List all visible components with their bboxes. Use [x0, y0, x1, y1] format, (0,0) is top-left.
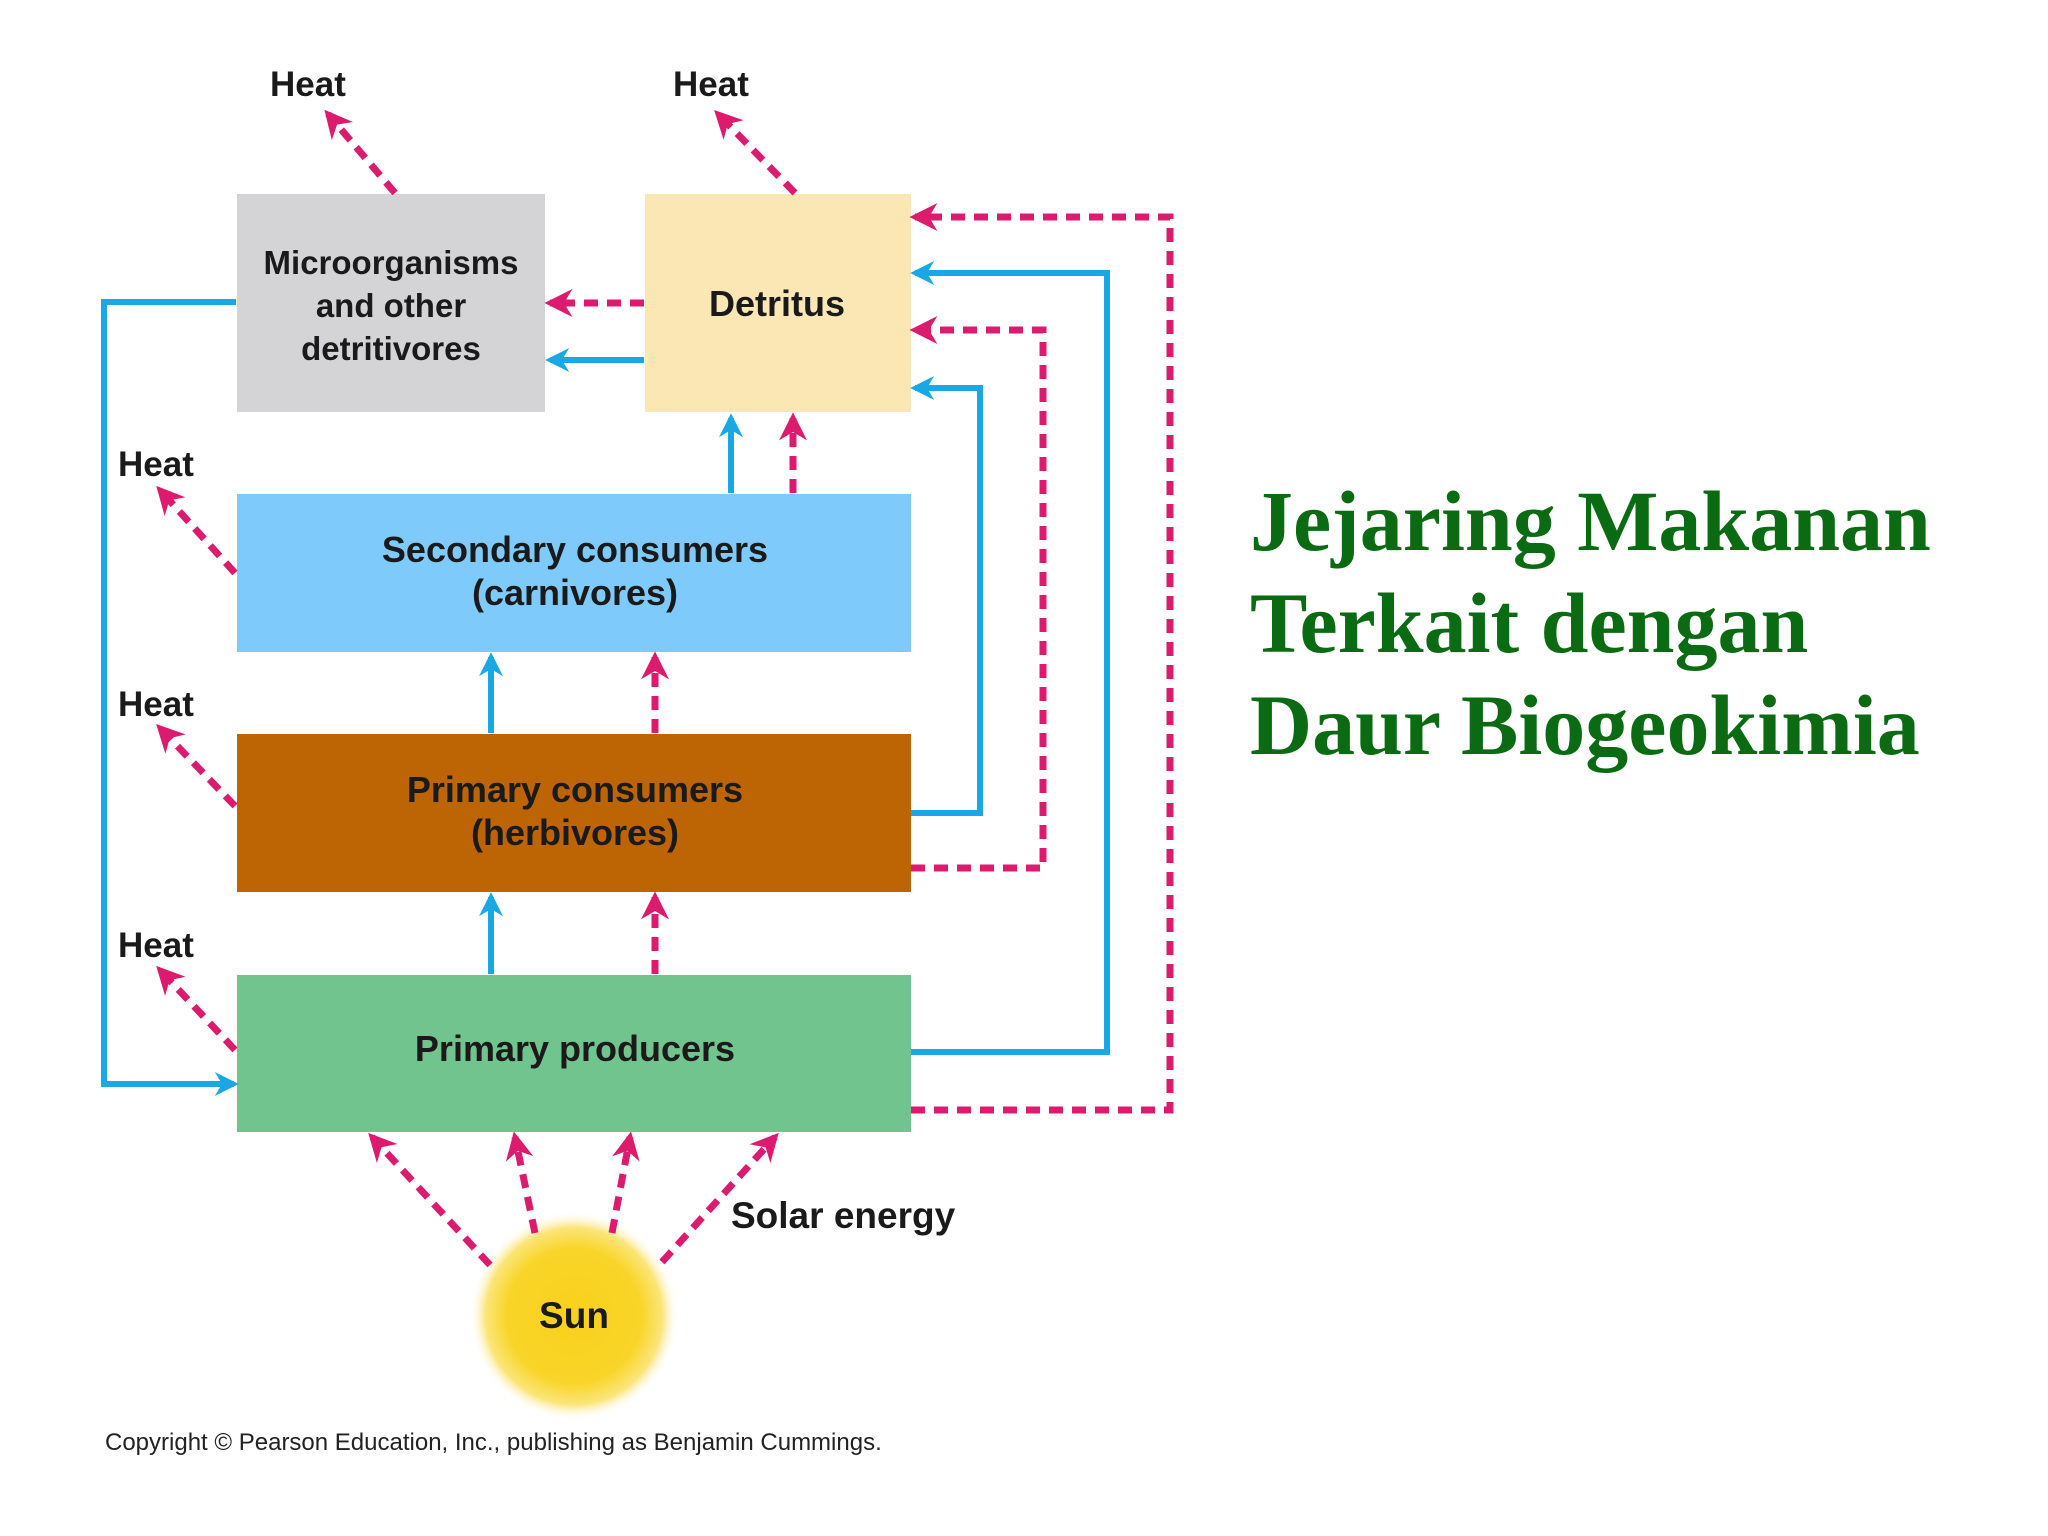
- title-line-1: Jejaring Makanan: [1250, 473, 1931, 569]
- heat-label-4: Heat: [118, 685, 194, 724]
- slide-title: Jejaring Makanan Terkait dengan Daur Bio…: [1250, 470, 2040, 776]
- primary-producers-label: Primary producers: [415, 1028, 735, 1069]
- sun-label: Sun: [539, 1295, 609, 1336]
- title-line-2: Terkait dengan: [1250, 575, 1809, 671]
- secondary-consumers-label-2: (carnivores): [472, 572, 678, 613]
- solar-arrow-2: [505, 1131, 539, 1234]
- heat-label-1: Heat: [270, 65, 346, 104]
- primary-consumers-label-1: Primary consumers: [407, 769, 743, 810]
- chemical-path-primary-consumers-to-detritus: [910, 376, 983, 816]
- heat-arrow-detritus: [714, 109, 798, 196]
- energy-path-primary-consumers-to-detritus: [909, 316, 1047, 872]
- copyright-notice: Copyright © Pearson Education, Inc., pub…: [105, 1429, 882, 1456]
- heat-arrow-primary-consumers: [156, 723, 238, 809]
- primary-producers-box: [237, 975, 911, 1132]
- microorganisms-label-3: detritivores: [301, 330, 481, 367]
- secondary-consumers-label-1: Secondary consumers: [382, 529, 768, 570]
- secondary-consumers-box: [237, 494, 911, 652]
- solar-arrow-1: [368, 1132, 493, 1268]
- microorganisms-box: [237, 194, 545, 412]
- heat-arrow-microorganisms: [324, 109, 398, 196]
- title-line-3: Daur Biogeokimia: [1250, 677, 1920, 773]
- solar-arrow-3: [608, 1131, 640, 1234]
- sun: [470, 1212, 678, 1420]
- microorganisms-label-1: Microorganisms: [264, 244, 519, 281]
- solar-arrow-4: [659, 1132, 779, 1265]
- detritus-box: [645, 194, 911, 412]
- primary-consumers-box: [237, 734, 911, 892]
- chemical-loop-microorganisms-to-producers: [101, 299, 239, 1096]
- chemical-path-producers-to-detritus: [910, 261, 1110, 1055]
- primary-consumers-label-2: (herbivores): [471, 812, 679, 853]
- heat-label-5: Heat: [118, 926, 194, 965]
- solar-energy-label: Solar energy: [731, 1195, 956, 1236]
- heat-arrow-producers: [156, 965, 238, 1053]
- heat-label-2: Heat: [673, 65, 749, 104]
- heat-label-3: Heat: [118, 445, 194, 484]
- detritus-label: Detritus: [709, 283, 845, 324]
- microorganisms-label-2: and other: [316, 287, 466, 324]
- heat-arrow-secondary: [156, 485, 238, 576]
